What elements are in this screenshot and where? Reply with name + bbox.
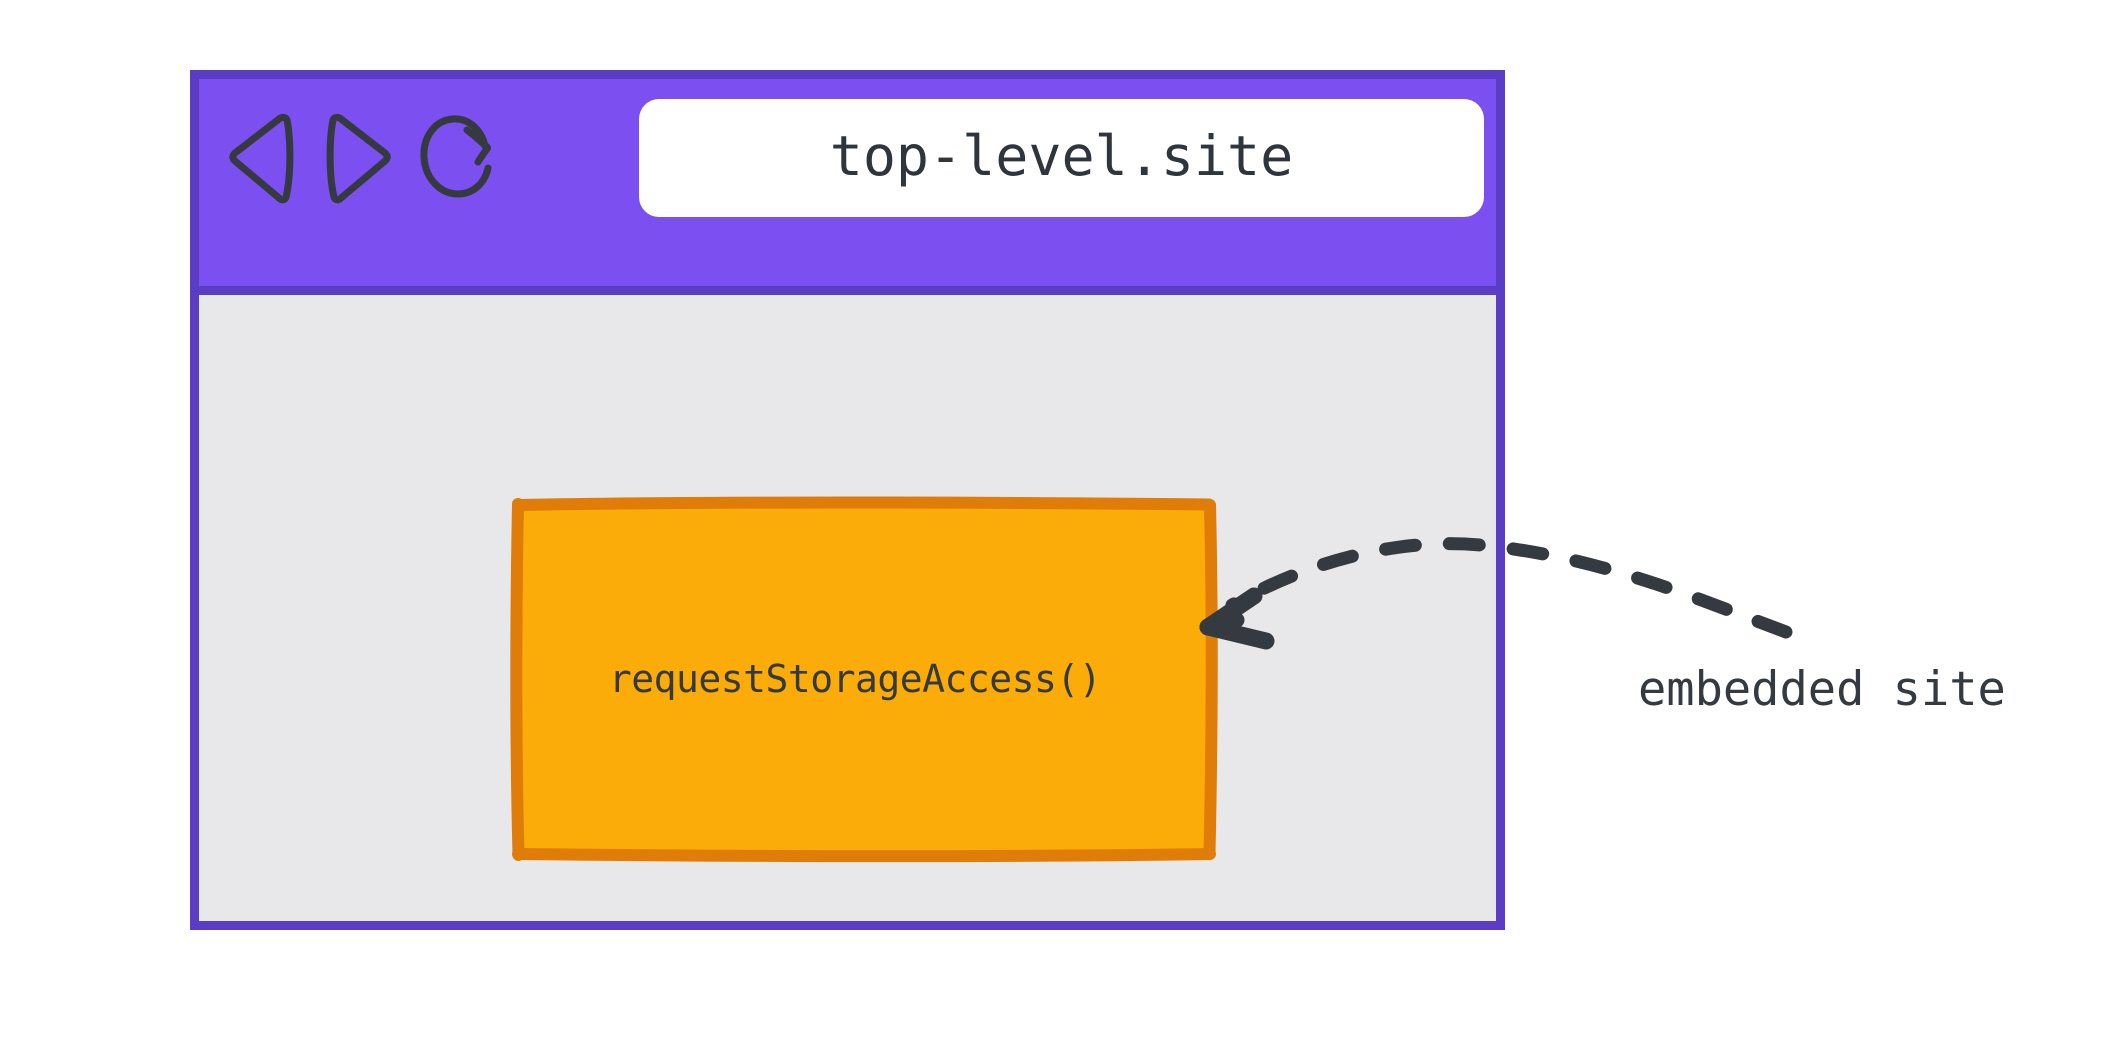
navigation-buttons bbox=[219, 103, 499, 213]
embedded-frame-border bbox=[510, 496, 1218, 863]
embedded-frame[interactable]: requestStorageAccess() bbox=[510, 496, 1218, 863]
forward-icon[interactable] bbox=[317, 110, 401, 206]
reload-icon[interactable] bbox=[415, 110, 499, 206]
url-text: top-level.site bbox=[829, 123, 1294, 188]
embedded-frame-label: requestStorageAccess() bbox=[608, 657, 1102, 701]
browser-window: top-level.site requestStorageAccess() bbox=[190, 70, 1505, 930]
page-content: requestStorageAccess() bbox=[199, 295, 1496, 921]
embedded-frame-fill bbox=[517, 503, 1211, 855]
url-bar[interactable]: top-level.site bbox=[639, 99, 1484, 217]
annotation-label: embedded site bbox=[1638, 662, 2006, 717]
back-icon[interactable] bbox=[219, 110, 303, 206]
browser-toolbar: top-level.site bbox=[199, 79, 1496, 295]
